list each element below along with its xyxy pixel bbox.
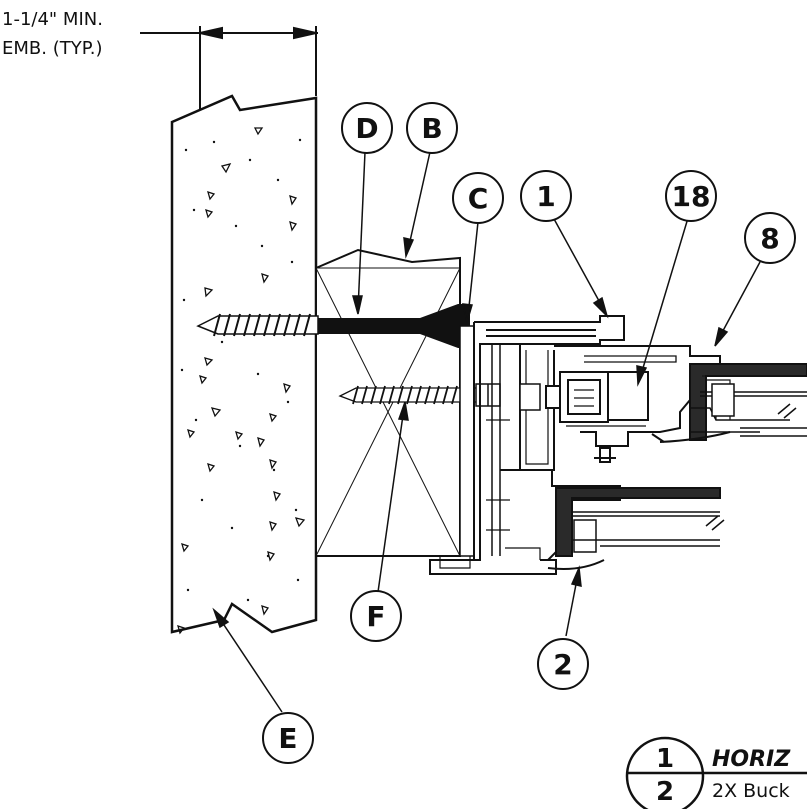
svg-text:1: 1 [536, 180, 555, 213]
svg-text:2: 2 [553, 648, 572, 681]
svg-text:18: 18 [672, 180, 711, 213]
shim-strip [459, 325, 475, 557]
upper-glazing-unit [651, 363, 807, 443]
svg-text:C: C [468, 182, 489, 215]
embedment-note-line1: 1-1/4" MIN. [2, 9, 103, 30]
wood-screw [338, 383, 501, 407]
callout-1: 1 [520, 170, 572, 222]
detail-title-block: 1 2 HORIZ 2X Buck [625, 736, 807, 809]
sheet-number: 2 [656, 777, 674, 807]
callout-E: E [262, 712, 314, 764]
callout-2: 2 [537, 638, 589, 690]
leader-lines [212, 151, 761, 713]
svg-text:F: F [366, 600, 385, 633]
detail-number: 1 [656, 744, 674, 774]
lower-glazing-unit [547, 487, 725, 570]
callout-C: C [452, 172, 504, 224]
operator-hardware [519, 371, 649, 423]
detail-title: HORIZ [712, 747, 791, 772]
svg-text:E: E [278, 722, 297, 755]
svg-text:8: 8 [760, 222, 779, 255]
callout-18: 18 [665, 170, 717, 222]
embedment-note-line2: EMB. (TYP.) [2, 38, 103, 59]
svg-text:B: B [421, 112, 442, 145]
callout-F: F [350, 590, 402, 642]
vent-sash-frame [554, 345, 721, 463]
callout-B: B [406, 102, 458, 154]
callout-8: 8 [744, 212, 796, 264]
svg-text:D: D [355, 112, 378, 145]
concrete-anchor-screw [196, 304, 470, 348]
concrete-substrate [170, 94, 318, 635]
callout-D: D [341, 102, 393, 154]
wood-buck [315, 248, 461, 557]
detail-subtitle: 2X Buck [712, 780, 790, 802]
